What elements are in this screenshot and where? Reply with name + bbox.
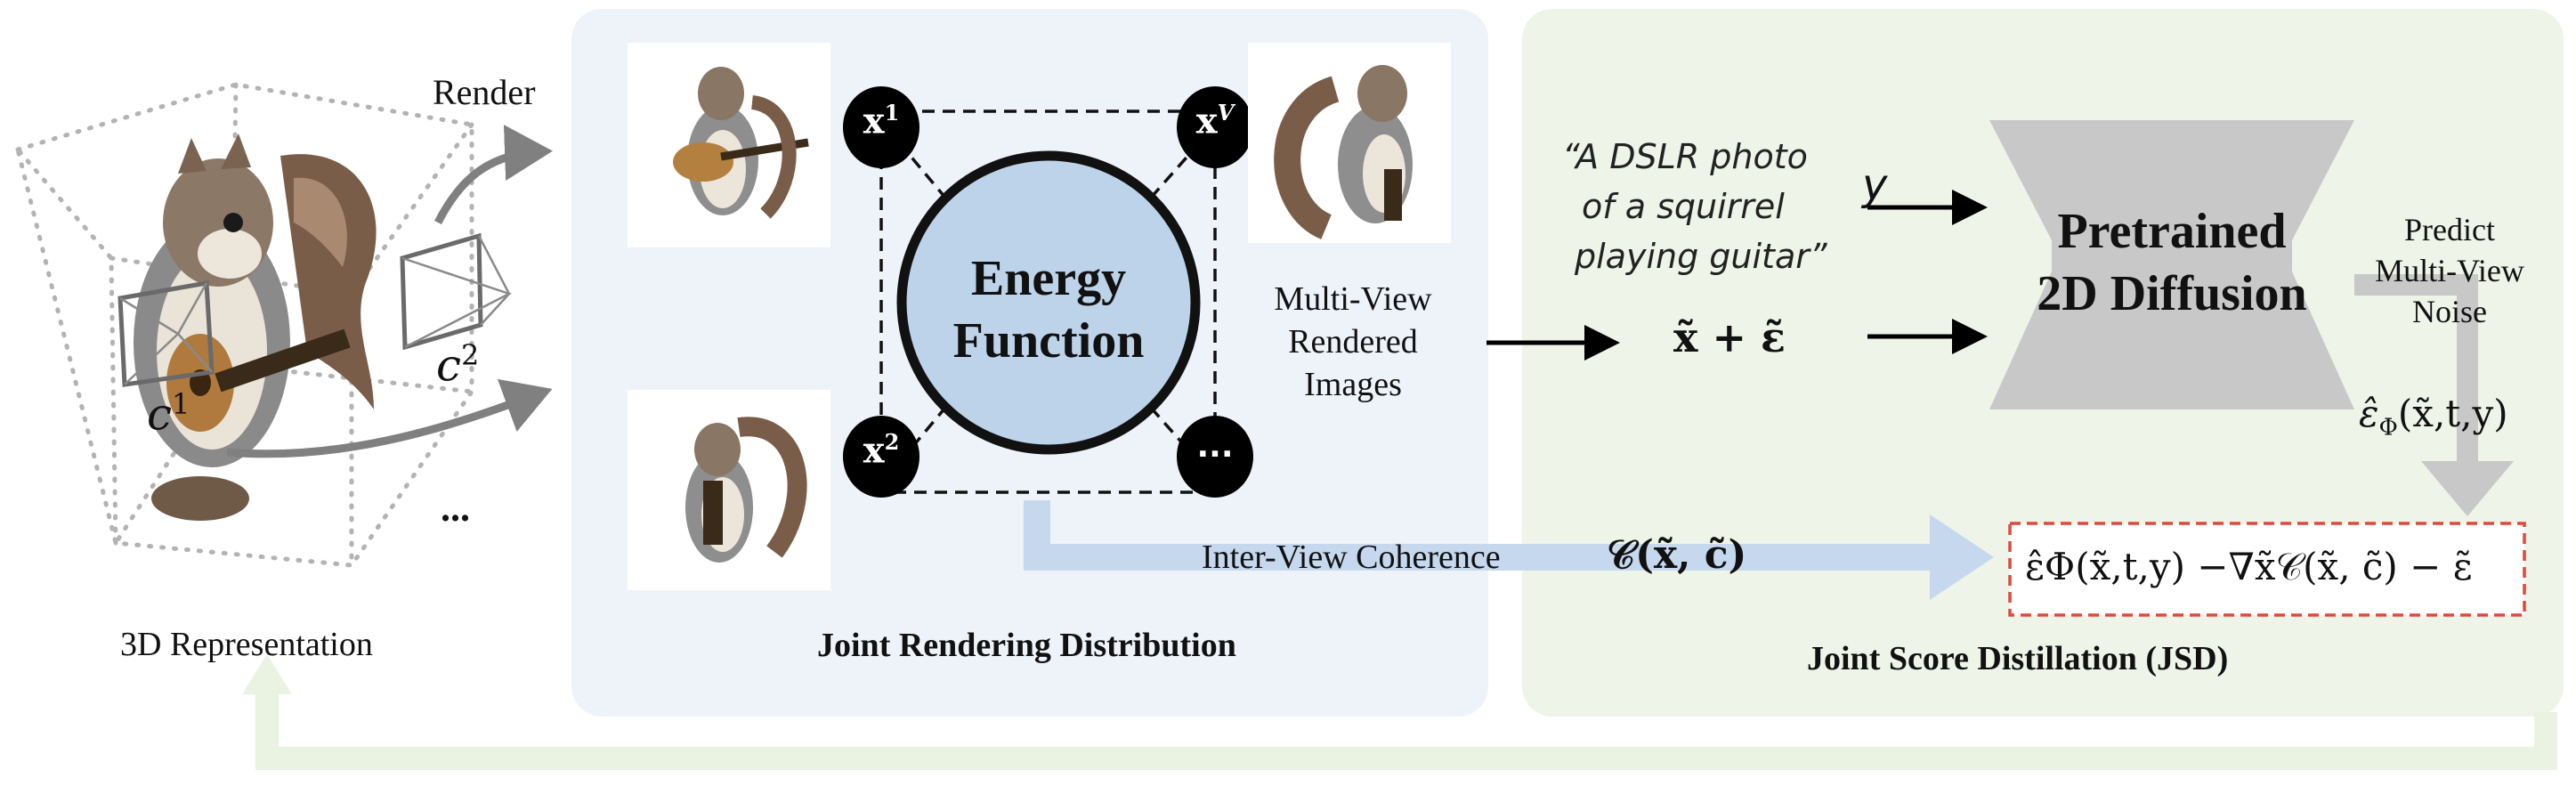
predict-multi-view-noise-label: Predict Multi-View Noise [2375,212,2524,329]
camera-1-label: c1 [147,387,190,441]
jsd-caption: Joint Score Distillation (JSD) [1807,640,2229,677]
node-xv-label: xV [1195,100,1235,142]
node-more [1177,416,1253,498]
joint-distribution-square [879,109,1217,494]
render-arrow-bottom [226,378,553,458]
energy-function-label: Energy Function [952,251,1145,369]
feedback-loop-arrow [242,654,2557,770]
3d-representation-caption: 3D Representation [120,626,373,663]
pretrained-diffusion-label: Pretrained 2D Diffusion [2037,204,2307,321]
camera-1-icon [117,280,215,387]
node-x2-label: x2 [863,429,900,472]
more-cameras-ellipsis: ... [441,486,470,530]
energy-function-circle [896,150,1201,455]
rendered-view-v-thumbnail [1248,43,1451,243]
camera-2-label: c2 [436,338,480,392]
inter-view-coherence-arrow [1024,500,1994,600]
coherence-function: 𝒞(x̃, c̃) [1607,532,1747,578]
rendered-view-2-thumbnail [628,390,830,590]
noisy-rendering-input: x̃ + ε̃ [1673,313,1786,361]
pretrained-diffusion-block [1989,120,2354,409]
jsd-formula-box [2008,522,2526,617]
inter-view-coherence-label: Inter-View Coherence [1202,539,1501,576]
multi-view-rendered-images-label: Multi-View Rendered Images [1274,280,1432,403]
squirrel-3d-model-icon [134,134,377,521]
camera-2-icon [400,232,513,351]
text-prompt: “A DSLR photo of a squirrel playing guit… [1562,137,1827,276]
rendered-view-1-thumbnail [628,43,830,247]
node-x1-label: x1 [863,100,900,142]
jsd-gradient-formula: ε̂Φ(x̃,t,y) −∇x̃𝒞(x̃, c̃) − ε̃ [2025,545,2473,588]
node-x1 [843,86,919,168]
node-xv [1177,86,1253,168]
node-x2 [843,416,919,498]
render-arrow-top [433,125,553,225]
node-more-label: ··· [1196,436,1234,473]
predict-noise-arrow [2354,274,2514,516]
prompt-symbol-y: y [1862,160,1888,210]
joint-rendering-distribution-caption: Joint Rendering Distribution [817,627,1236,664]
render-label: Render [433,72,536,112]
predicted-noise-term: ε̂Φ(x̃,t,y) [2359,392,2508,442]
